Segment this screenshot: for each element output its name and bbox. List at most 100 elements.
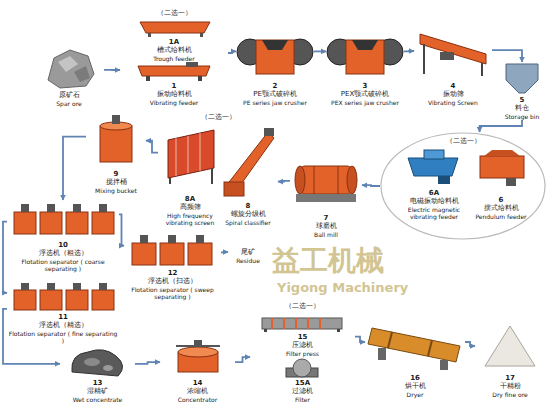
- callout-number: 16: [410, 374, 420, 382]
- chinese-label: 振动给料机: [157, 90, 192, 98]
- callout-number: 1: [172, 82, 177, 90]
- concentrator-tank: [176, 340, 220, 372]
- flow-arrow: [63, 137, 86, 200]
- high-frequency-screen: [168, 130, 214, 184]
- text-stack: 6A电磁振动给料机Electric magnetic vibrating fee…: [397, 189, 471, 220]
- flow-arrow: [480, 120, 522, 132]
- text-stack: 17干精粉Dry fine ore: [475, 374, 545, 398]
- english-label: Ball mill: [314, 231, 338, 238]
- mixing-bucket: [100, 115, 132, 162]
- group-circle: [380, 132, 546, 240]
- filter-press: [262, 318, 342, 332]
- flow-arrow: [235, 357, 250, 362]
- english-label: Flotation separator ( coarse separating …: [7, 258, 119, 272]
- equipment-node: 8螺旋分级机Spiral classifier: [220, 124, 276, 226]
- text-stack: 16烘干机Dryer: [365, 374, 465, 398]
- alternative-group: （二选一） 6A电磁振动给料机Electric magnetic vibratin…: [380, 132, 546, 240]
- pendulum-feeder: [480, 150, 524, 186]
- chinese-label: 摆式给料机: [484, 204, 519, 212]
- text-stack: 12浮选机（扫选）Flotation separator ( sweep sep…: [124, 269, 221, 300]
- equipment-node: 16烘干机Dryer: [365, 318, 465, 398]
- drum-filter: [286, 359, 318, 377]
- watermark: 益工机械: [272, 244, 384, 278]
- flotation-cells-coarse: [14, 204, 114, 234]
- equipment-node: 6摆式给料机Pendulum feeder: [470, 148, 532, 220]
- text-stack: 9搅拌桶Mixing bucket: [86, 170, 146, 194]
- text-stack: 7球磨机Ball mill: [290, 214, 362, 238]
- ball-mill: [295, 166, 357, 202]
- english-label: Dry fine ore: [492, 391, 527, 398]
- equipment-node: 2PE颚式破碎机PE series jaw crusher: [236, 28, 314, 106]
- equipment-node: 3PEX颚式破碎机PEX series jaw crusher: [326, 28, 404, 106]
- english-label: Spar ore: [56, 100, 81, 107]
- equipment-node: 15压滤机Filter press: [253, 312, 352, 357]
- chinese-label: 振动筛: [443, 90, 464, 98]
- callout-number: 11: [58, 313, 68, 321]
- electromagnetic-feeder: [408, 150, 458, 184]
- chinese-label: 浮选机（扫选）: [148, 277, 197, 285]
- group-heading: （二选一）: [285, 302, 320, 310]
- english-label: Pendulum feeder: [475, 213, 526, 220]
- chinese-label: 尾矿: [241, 248, 255, 256]
- equipment-node: 原矿石Spar ore: [34, 45, 104, 107]
- text-stack: 3PEX颚式破碎机PEX series jaw crusher: [326, 82, 404, 106]
- text-stack: 10浮选机（粗选）Flotation separator ( coarse se…: [7, 241, 119, 272]
- flow-arrow: [228, 51, 236, 53]
- chinese-label: 原矿石: [59, 91, 80, 99]
- flow-arrow: [362, 184, 380, 187]
- flotation-cells-sweep: [132, 235, 212, 265]
- english-label: Mixing bucket: [95, 187, 137, 194]
- pe-jaw-crusher: [237, 39, 313, 74]
- chinese-label: 料仓: [515, 104, 529, 112]
- storage-bin: [506, 64, 538, 93]
- equipment-node: 15A过滤机Filter: [253, 357, 352, 403]
- english-label: Electric magnetic vibrating feeder: [397, 206, 471, 220]
- text-stack: 6摆式给料机Pendulum feeder: [470, 196, 532, 220]
- flow-arrow: [355, 337, 365, 342]
- callout-number: 6A: [429, 189, 439, 197]
- ore-rock: [48, 50, 94, 88]
- text-stack: 15压滤机Filter press: [253, 333, 352, 357]
- text-stack: （二选一）: [250, 302, 355, 310]
- flow-arrow: [404, 50, 414, 52]
- text-stack: 14浓缩机Concentrator: [160, 379, 235, 403]
- callout-number: 13: [93, 379, 103, 387]
- equipment-node: 5料仓Storage bin: [496, 62, 548, 120]
- english-label: Vibrating Screen: [428, 99, 478, 106]
- flow-arrow: [119, 214, 124, 245]
- chinese-label: 干精粉: [500, 382, 521, 390]
- english-label: Flotation separator ( fine separating ): [7, 330, 119, 344]
- equipment-node: 6A电磁振动给料机Electric magnetic vibrating fee…: [397, 148, 471, 220]
- trough-feeder: [140, 22, 210, 37]
- chinese-label: 搅拌桶: [106, 178, 127, 186]
- spiral-classifier: [224, 128, 274, 196]
- group-outline: [381, 133, 545, 239]
- flow-arrow: [221, 251, 228, 253]
- callout-number: 8A: [185, 195, 195, 203]
- group-heading: （二选一）: [446, 137, 481, 145]
- text-stack: 4振动筛Vibrating Screen: [414, 82, 492, 106]
- english-label: Trough feeder: [153, 55, 195, 62]
- callout-number: 2: [273, 82, 278, 90]
- chinese-label: PE颚式破碎机: [253, 90, 297, 98]
- pex-jaw-crusher: [327, 39, 403, 74]
- english-label: Filter press: [286, 350, 319, 357]
- text-stack: 15A过滤机Filter: [253, 379, 352, 403]
- callout-number: 1A: [169, 38, 179, 46]
- text-stack: 5料仓Storage bin: [496, 96, 548, 120]
- equipment-node: 7球磨机Ball mill: [290, 150, 362, 238]
- chinese-label: 螺旋分级机: [231, 210, 266, 218]
- chinese-label: 过滤机: [292, 387, 313, 395]
- alternative-group: （二选一）1A槽式给料机Trough feeder1振动给料机Vibrating…: [120, 8, 228, 108]
- vibrating-screen: [420, 34, 486, 76]
- flow-arrow: [492, 50, 522, 62]
- callout-number: 4: [451, 82, 456, 90]
- callout-number: 15: [298, 333, 308, 341]
- english-label: Dryer: [407, 391, 424, 398]
- equipment-node: 1A槽式给料机Trough feeder: [123, 18, 225, 62]
- english-label: Flotation separator ( sweep separating ): [124, 286, 221, 300]
- equipment-node: 17干精粉Dry fine ore: [475, 318, 545, 398]
- text-stack: 13湿精矿Wet concentrate: [60, 379, 135, 403]
